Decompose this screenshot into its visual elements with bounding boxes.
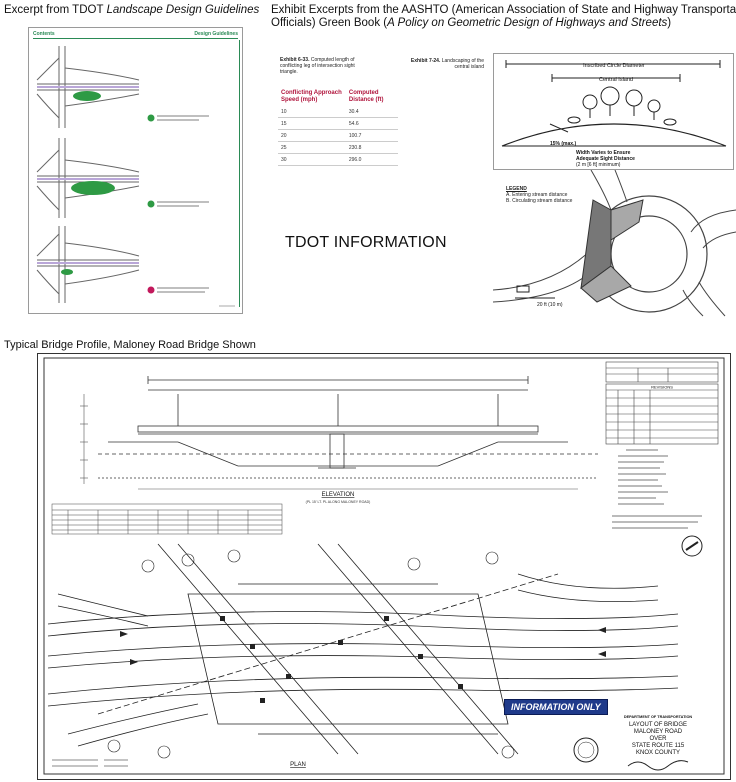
north-arrow-pointer: [685, 541, 699, 551]
sight-triangle-c: [580, 265, 632, 303]
central-island-section: Inscribed Circle Diameter Central Island…: [493, 53, 734, 170]
elevation-sublabel: (PL 15' LT. PL ALONG MALONEY ROAD): [306, 500, 371, 504]
drawing-title-2: MALONEY ROAD: [634, 729, 683, 735]
revisions-label: REVISIONS: [651, 385, 673, 390]
legend-entry-b: B. Circulating stream distance: [506, 198, 573, 204]
tdot-information-label: TDOT INFORMATION: [285, 234, 447, 251]
bridge-drawing: REVISIONS ELEVATION (: [43, 357, 725, 775]
interchange-2: [36, 138, 140, 218]
elevation-view: [98, 376, 598, 479]
table-cell-speed: 10: [278, 106, 346, 118]
legend: LEGEND A. Entering stream distance B. Ci…: [506, 186, 586, 204]
left-header-italic: Landscape Design Guidelines: [106, 4, 260, 16]
exhibit-table-caption: Exhibit 6-33. Computed length of conflic…: [280, 57, 356, 75]
legend-entry-a: A. Entering stream distance: [506, 192, 568, 198]
plan-view: [47, 543, 679, 755]
drawing-title-1: LAYOUT OF BRIDGE: [629, 722, 687, 728]
elevation-scale: [80, 394, 578, 490]
bottom-notes: [52, 759, 128, 767]
elevation-label: ELEVATION: [322, 492, 355, 498]
tree-icons: [567, 86, 677, 126]
exhibit-island-caption-rest: Landscaping of the central island: [440, 58, 484, 70]
department-label: DEPARTMENT OF TRANSPORTATION: [624, 715, 693, 719]
table-cell-distance: 230.8: [345, 141, 398, 154]
north-arrow-icon: [681, 535, 703, 557]
state-seal-inner: [577, 741, 595, 759]
guideline-sheet-top-left: Contents: [33, 31, 55, 37]
bridge-profile-header: Typical Bridge Profile, Maloney Road Bri…: [4, 339, 256, 351]
right-header-line2: Officials) Green Book (A Policy on Geome…: [271, 17, 736, 30]
central-island-label: Central Island: [599, 77, 633, 83]
right-header: Exhibit Excerpts from the AASHTO (Americ…: [271, 4, 736, 30]
sight-triangle-b: [610, 199, 644, 241]
signature-mark: [627, 760, 689, 771]
vehicle-icon: [516, 285, 530, 293]
legend-title: LEGEND: [506, 186, 527, 192]
table-cell-distance: 54.6: [345, 117, 398, 130]
guideline-notes: [147, 114, 235, 307]
table-cell-speed: 20: [278, 129, 346, 142]
left-header: Excerpt from TDOT Landscape Design Guide…: [4, 4, 259, 17]
table-cell-distance: 100.7: [345, 129, 398, 142]
roundabout-diagram: 20 ft (10 m): [493, 170, 736, 317]
bridge-drawing-sheet: REVISIONS ELEVATION (: [37, 353, 731, 780]
exhibit-island-caption-bold: Exhibit 7-24.: [410, 58, 441, 64]
planting-area-2: [71, 181, 115, 195]
roundabout-dimension-label: 20 ft (10 m): [537, 302, 563, 308]
information-only-stamp: INFORMATION ONLY: [504, 699, 608, 715]
right-header-line2-post: ): [667, 17, 672, 29]
plan-markers: [120, 616, 606, 703]
width-note-3: (2 m [6 ft] minimum): [576, 162, 621, 168]
design-notes: [612, 449, 702, 529]
revision-block: [605, 361, 719, 445]
table-header-speed: Conflicting Approach Speed (mph): [281, 90, 342, 103]
interchange-3: [36, 226, 140, 303]
inscribed-diameter-label: Inscribed Circle Diameter: [583, 63, 645, 69]
state-seal-icon: [573, 737, 599, 763]
table-header-distance: Computed Distance (ft): [348, 90, 384, 103]
exhibit-table-caption-bold: Exhibit 6-33.: [280, 57, 310, 63]
plan-callouts: [107, 549, 515, 759]
plan-label: PLAN: [290, 762, 306, 768]
drawing-title-3: OVER: [649, 736, 667, 742]
central-island-section-drawing: Inscribed Circle Diameter Central Island…: [501, 60, 727, 168]
pile-table: [51, 503, 283, 535]
interchange-1: [36, 46, 140, 128]
guideline-sheet: Contents Design Guidelines: [28, 27, 243, 314]
width-note-1: Width Varies to Ensure: [576, 150, 631, 156]
right-header-line2-italic: A Policy on Geometric Design of Highways…: [387, 17, 668, 29]
right-header-line1: Exhibit Excerpts from the AASHTO (Americ…: [271, 4, 736, 16]
table-cell-distance: 30.4: [345, 106, 398, 118]
slope-label: 15% (max.): [550, 141, 576, 147]
table-cell-speed: 15: [278, 117, 346, 130]
guideline-rule: [33, 38, 238, 39]
guideline-side-rule: [239, 40, 240, 307]
exhibit-island-caption: Exhibit 7-24. Landscaping of the central…: [398, 58, 484, 70]
right-header-line2-pre: Officials) Green Book (: [271, 17, 388, 29]
table-cell-speed: 30: [278, 153, 346, 166]
table-header-row: Conflicting Approach Speed (mph) Compute…: [278, 88, 398, 106]
table-cell-distance: 296.0: [345, 153, 398, 166]
width-note-2: Adequate Sight Distance: [576, 156, 635, 162]
table-cell-speed: 25: [278, 141, 346, 154]
drawing-title-4: STATE ROUTE 115: [632, 743, 685, 749]
guideline-sheet-top-right: Design Guidelines: [194, 31, 238, 37]
planting-area-3: [61, 269, 73, 275]
left-header-text: Excerpt from TDOT: [4, 4, 107, 16]
sight-distance-table: Conflicting Approach Speed (mph) Compute…: [278, 88, 398, 166]
drawing-title-5: KNOX COUNTY: [636, 750, 680, 756]
planting-area-1: [73, 91, 101, 101]
interchange-diagrams: [36, 46, 235, 307]
exhibit-table-caption-rest: Computed length of conflicting leg of in…: [280, 57, 355, 75]
